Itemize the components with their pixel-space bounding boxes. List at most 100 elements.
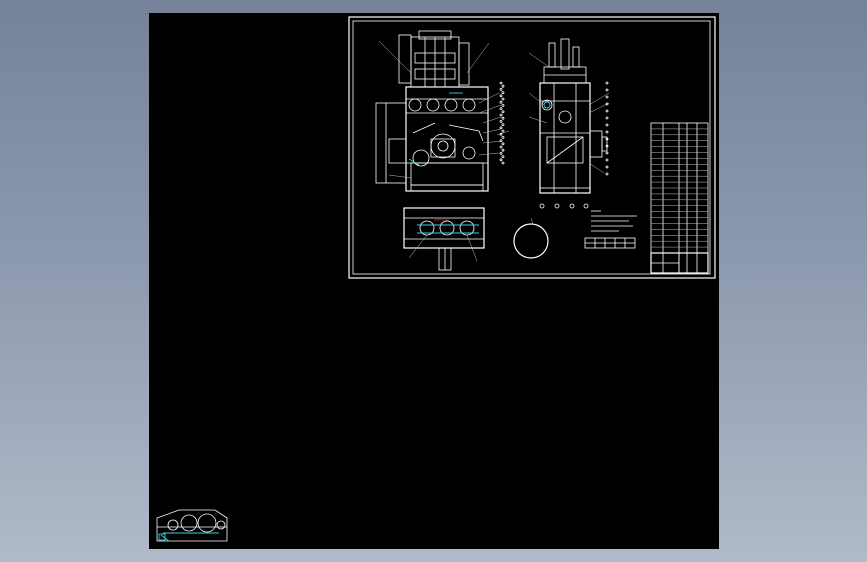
section-markers [539, 203, 589, 209]
thumbnail-outline [156, 509, 228, 542]
leader [408, 234, 428, 259]
leader [466, 234, 478, 262]
item-balloon [499, 107, 503, 110]
panel-block [388, 138, 407, 164]
marker [583, 203, 589, 209]
technical-notes [584, 210, 637, 249]
side-motor-cap [601, 136, 608, 152]
gear-icon [439, 220, 455, 236]
leader [496, 130, 510, 136]
gear-icon [216, 520, 226, 530]
leader [528, 92, 545, 106]
side-column-left [398, 34, 412, 84]
item-balloon [501, 91, 505, 94]
item-balloon [499, 88, 503, 91]
selected-edge [408, 158, 420, 166]
item-balloon [501, 155, 505, 159]
leader [388, 174, 412, 179]
leader [482, 116, 502, 124]
leader [482, 128, 502, 134]
gear-icon [462, 98, 476, 112]
gearbox-inner [430, 138, 456, 158]
leader [478, 92, 500, 104]
item-balloon [605, 95, 609, 99]
item-balloon [499, 113, 503, 117]
leader [378, 40, 412, 74]
detail-thumbnail[interactable] [156, 509, 228, 542]
item-balloon [501, 148, 505, 152]
top-post [560, 38, 570, 70]
side-frame [539, 82, 591, 194]
gear-icon [180, 514, 198, 532]
leader [478, 152, 500, 156]
leader [588, 102, 610, 114]
sheet-outer-border [348, 16, 716, 279]
item-balloon [605, 172, 609, 176]
cad-drawing [156, 16, 716, 542]
item-balloon [499, 158, 503, 162]
leader [466, 42, 490, 74]
gear-icon [462, 146, 476, 160]
item-balloon [605, 130, 609, 134]
item-balloon [605, 81, 609, 85]
base-plate [410, 184, 484, 192]
item-balloons [499, 81, 609, 176]
thumbnail-highlight-box [158, 533, 166, 541]
cad-model-space[interactable] [149, 13, 719, 549]
linkage [448, 124, 484, 142]
item-balloon [605, 123, 609, 127]
parts-list-border [650, 122, 709, 274]
item-balloon [501, 84, 505, 88]
marker [554, 203, 560, 209]
side-column-right [458, 42, 470, 86]
item-balloon [499, 132, 503, 136]
motor-band [414, 68, 456, 80]
item-balloon [501, 97, 505, 101]
motor-band [414, 52, 456, 64]
leader [528, 52, 550, 68]
item-balloon [605, 102, 609, 106]
gear-icon [408, 98, 422, 112]
leader [588, 92, 610, 106]
leader [588, 162, 605, 174]
selected-gear [543, 101, 551, 109]
linkage [412, 122, 436, 134]
item-balloon [501, 129, 505, 133]
side-motor [589, 130, 603, 158]
side-panel [375, 102, 407, 184]
item-balloon [605, 137, 609, 141]
inner-diagonal [546, 136, 584, 164]
leader [528, 116, 548, 124]
item-balloon [501, 123, 505, 126]
item-balloon [499, 139, 503, 142]
item-balloon [605, 88, 609, 92]
top-view-assembly[interactable] [403, 207, 485, 271]
parts-list-table[interactable] [650, 122, 709, 274]
gear-icon [426, 98, 440, 112]
gear-icon [430, 133, 456, 159]
item-balloon [605, 151, 609, 155]
item-balloon [501, 161, 505, 165]
item-balloon [501, 116, 505, 120]
gear-icon [541, 99, 553, 111]
marker [569, 203, 575, 209]
item-balloon [499, 94, 503, 98]
top-view-outline [403, 207, 485, 249]
drawing-sheet[interactable] [348, 16, 716, 279]
item-balloon [501, 110, 505, 114]
top-post [548, 42, 556, 68]
circle-detail [513, 223, 549, 259]
item-balloon [499, 126, 503, 130]
side-base [539, 187, 591, 194]
gear-icon [444, 98, 458, 112]
item-balloon [499, 81, 503, 85]
item-balloon [501, 136, 505, 139]
item-balloon [605, 116, 609, 120]
item-balloon [605, 144, 609, 148]
gear-icon [197, 513, 217, 533]
gear-icon [558, 110, 572, 124]
sheet-inner-border [352, 20, 711, 275]
side-view-assembly[interactable] [539, 38, 608, 194]
inner-box [546, 136, 584, 164]
leader-lines [378, 40, 610, 262]
